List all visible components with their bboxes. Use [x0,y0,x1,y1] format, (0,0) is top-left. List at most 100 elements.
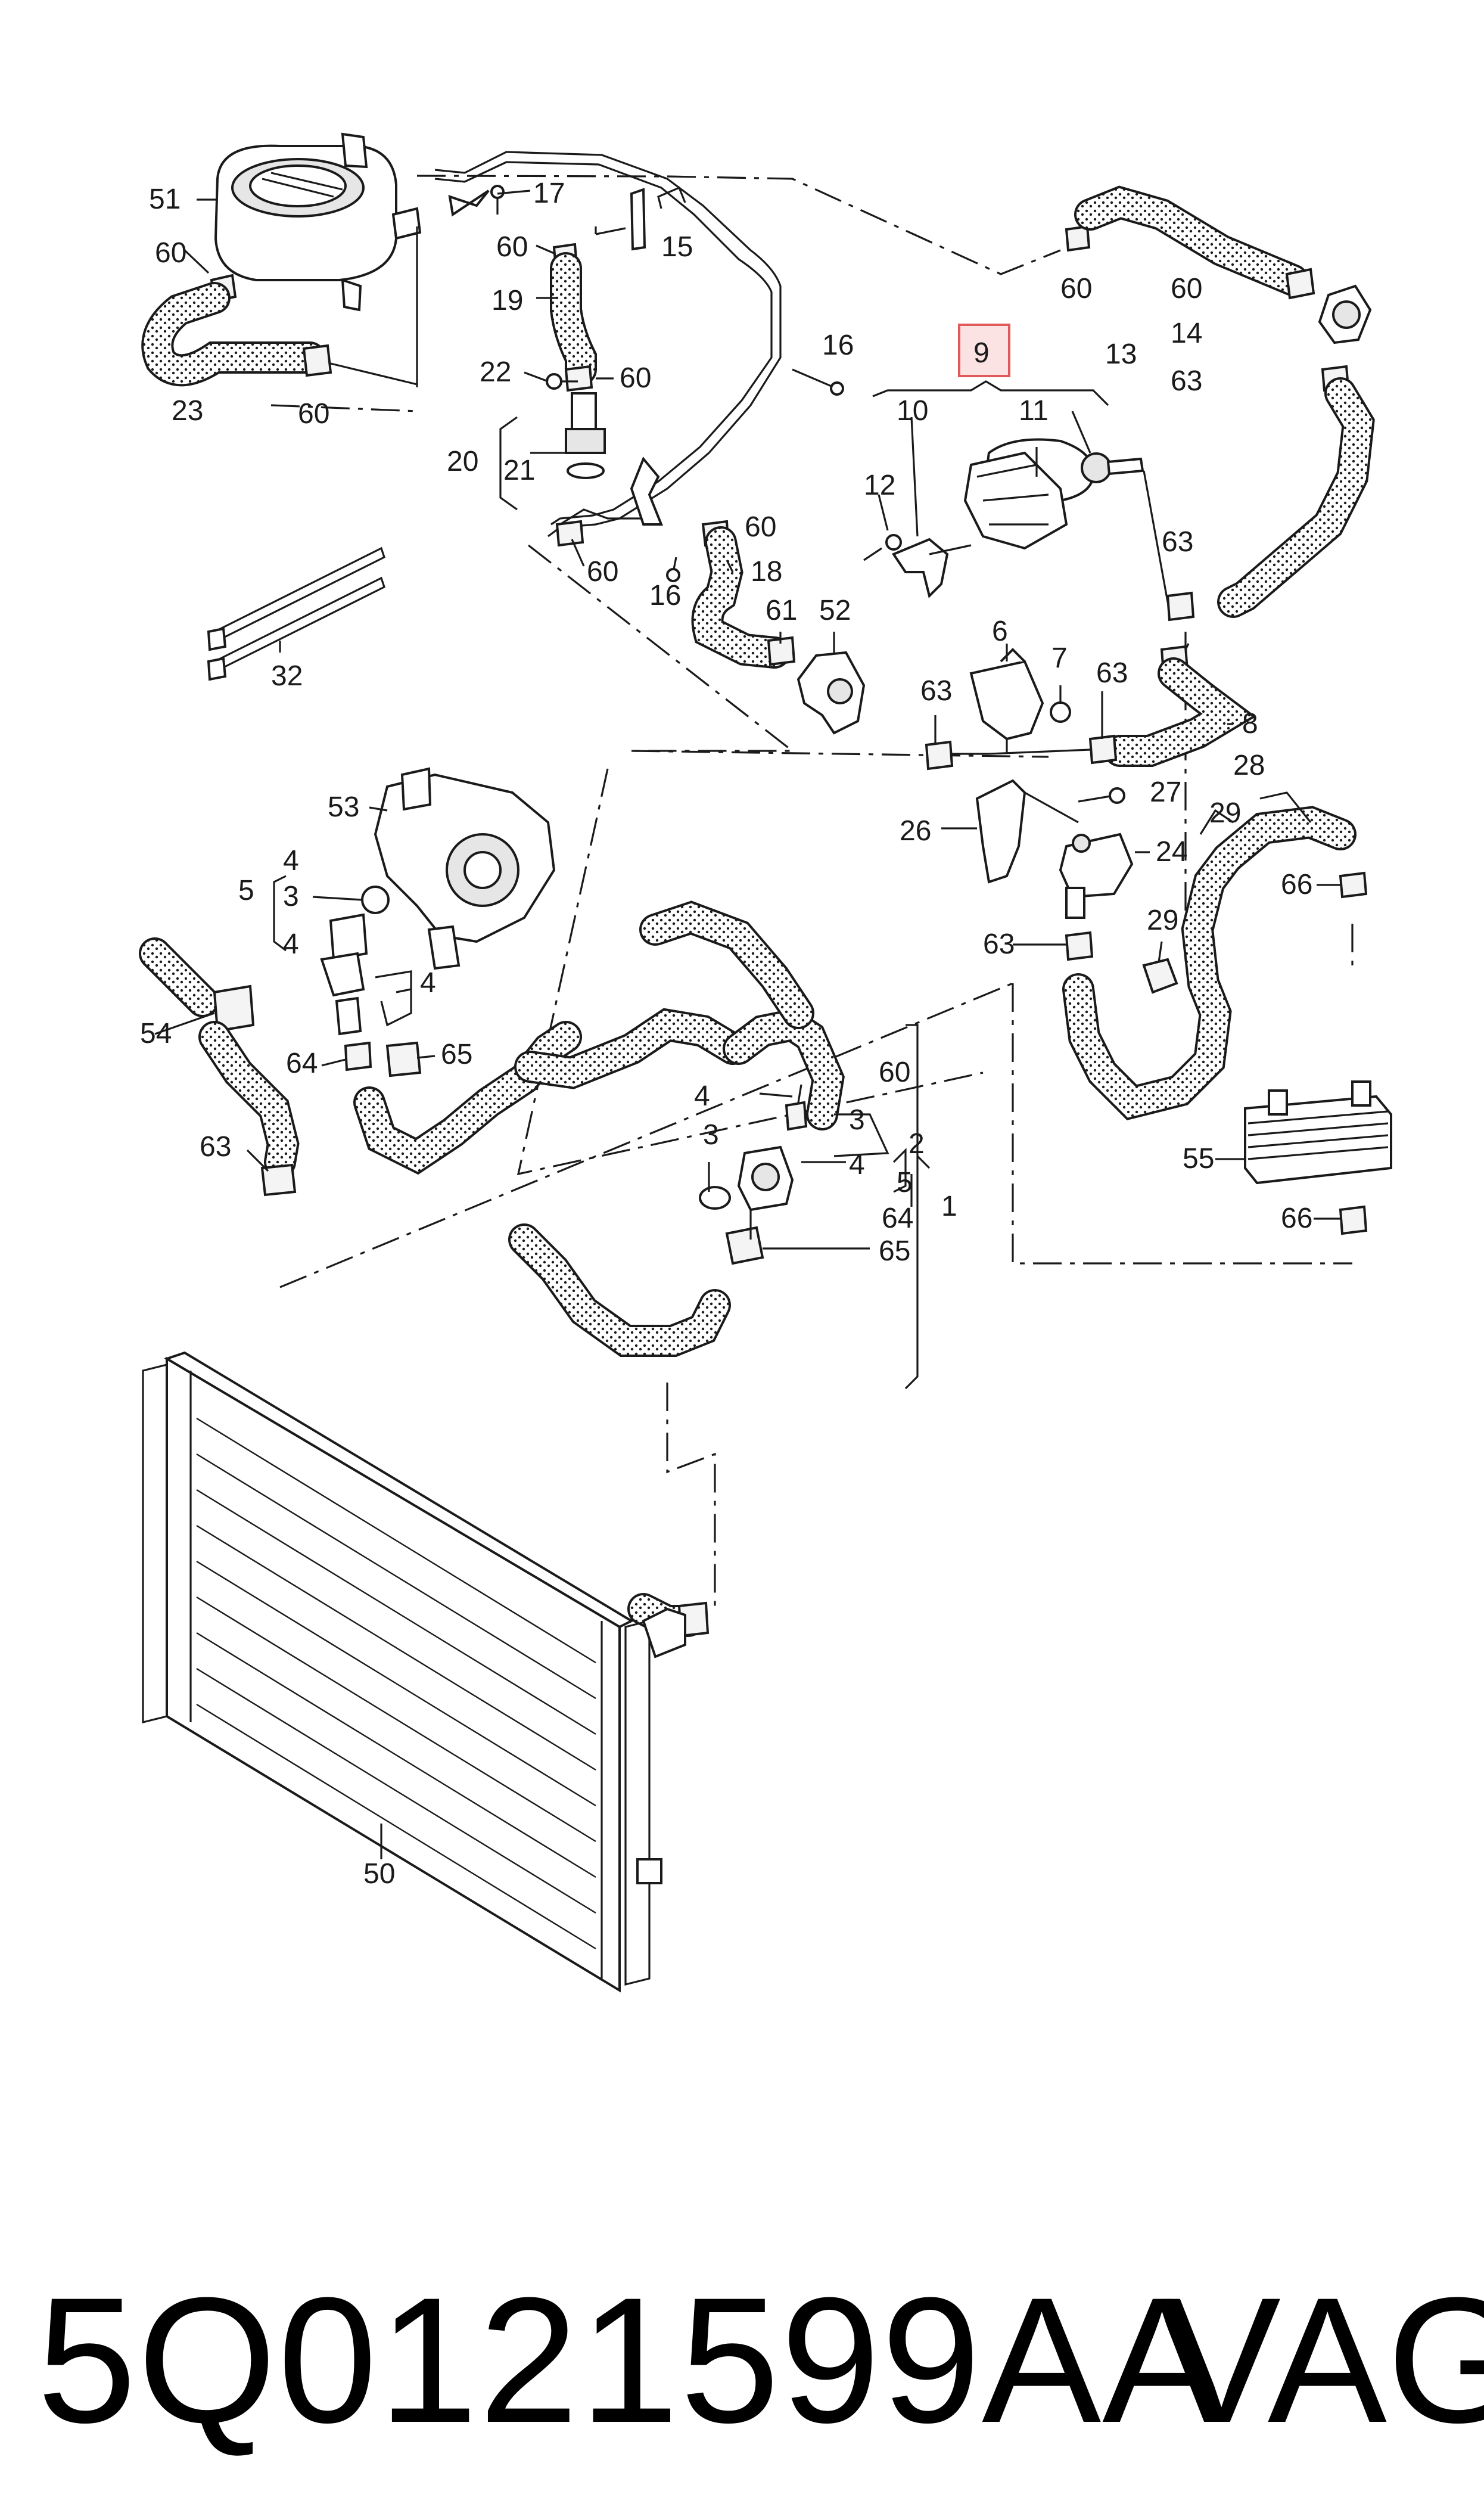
label-16: 16 [822,330,854,361]
label-11: 11 [1019,395,1049,427]
hose-18 [555,520,796,669]
label-23: 23 [172,395,203,427]
label-5: 5 [238,875,254,906]
hose-54 [139,937,300,1197]
flange-2 [699,1101,808,1265]
label-32: 32 [271,660,303,692]
label-50: 50 [363,1858,395,1890]
coolant-system-exploded-diagram: 51 60 23 60 17 60 15 19 16 22 60 20 21 6… [139,132,1392,1993]
label-64: 64 [286,1048,318,1079]
label-14: 14 [1171,318,1202,349]
hose-13 [1065,185,1375,622]
label-15: 15 [661,231,693,263]
valve-24 [1059,833,1134,919]
label-3: 3 [849,1104,865,1136]
label-7: 7 [1051,642,1068,674]
hose-19 [550,226,626,392]
hose-8 [925,645,1256,771]
water-pump-53 [374,767,556,970]
cable-ties-32 [207,546,385,681]
radiator-fins [196,1417,596,1950]
thermostat-housing-3 [320,886,412,1036]
clip-29 [1142,958,1178,994]
label-22: 22 [480,356,511,388]
label-63: 63 [920,675,952,707]
bolt-17 [448,185,505,217]
label-20: 20 [447,446,478,477]
highlight-box-9 [958,324,1010,377]
label-1: 1 [941,1191,957,1222]
radiator-50 [142,1351,686,1993]
label-63: 63 [1096,657,1128,689]
label-3: 3 [283,881,299,912]
cap-7 [1050,701,1071,723]
bolt-16-top [792,368,844,396]
label-63: 63 [983,928,1015,960]
label-60: 60 [1060,273,1092,305]
label-60: 60 [620,362,651,394]
label-27: 27 [1150,776,1181,808]
label-29: 29 [1209,797,1241,829]
label-4: 4 [694,1080,710,1112]
hose-upper-center [344,900,845,1175]
bracket-26 [975,779,1079,884]
coolant-expansion-tank [210,132,422,387]
label-60: 60 [155,237,186,269]
label-13: 13 [1105,338,1137,370]
leader-lines [154,190,1340,1390]
label-54: 54 [140,1018,172,1049]
part-number: 5Q0121599AA [37,2260,1223,2460]
label-5: 5 [897,1167,913,1198]
label-65: 65 [879,1235,910,1267]
oil-cooler-55 [1244,1080,1392,1235]
label-60: 60 [587,556,618,588]
label-19: 19 [491,285,523,316]
label-4: 4 [283,928,299,960]
label-6: 6 [992,616,1008,647]
label-9: 9 [973,337,990,369]
label-63: 63 [200,1131,231,1163]
label-17: 17 [533,178,565,209]
label-8: 8 [1242,708,1258,740]
hose-23 [141,282,418,387]
bolt-12 [863,534,902,561]
label-66: 66 [1281,1203,1312,1234]
brand-label: VAG [1162,2260,1484,2460]
bolt-27 [1078,787,1125,804]
label-61: 61 [766,595,797,626]
label-60: 60 [1171,273,1202,305]
label-55: 55 [1183,1143,1214,1175]
label-21: 21 [503,455,535,486]
bracket-10 [891,538,972,598]
label-60: 60 [879,1057,910,1088]
label-4: 4 [420,967,436,999]
label-64: 64 [882,1203,913,1234]
label-53: 53 [328,791,359,823]
temperature-sensor-52 [797,651,866,735]
label-24: 24 [1156,836,1187,868]
callout-labels: 51 60 23 60 17 60 15 19 16 22 60 20 21 6… [140,178,1312,1890]
label-18: 18 [751,556,782,588]
label-4: 4 [849,1149,865,1181]
label-63: 63 [1171,365,1202,397]
label-4: 4 [283,845,299,877]
bracket-group-9 [872,380,1109,406]
sensor-6 [969,648,1044,754]
hose-28 [1062,806,1368,1120]
coolant-pipe-15 [434,151,782,538]
label-12: 12 [864,470,895,501]
label-26: 26 [900,815,931,847]
label-52: 52 [819,595,851,626]
label-66: 66 [1281,869,1312,900]
damper-11 [963,451,1068,550]
connector-20 [546,373,606,479]
label-2: 2 [909,1128,925,1160]
label-60: 60 [745,511,776,543]
label-3: 3 [703,1119,719,1151]
label-28: 28 [1233,750,1265,781]
label-65: 65 [441,1039,472,1070]
label-63: 63 [1162,526,1193,558]
label-60: 60 [298,398,329,430]
label-16: 16 [649,580,681,611]
label-60: 60 [496,231,528,263]
